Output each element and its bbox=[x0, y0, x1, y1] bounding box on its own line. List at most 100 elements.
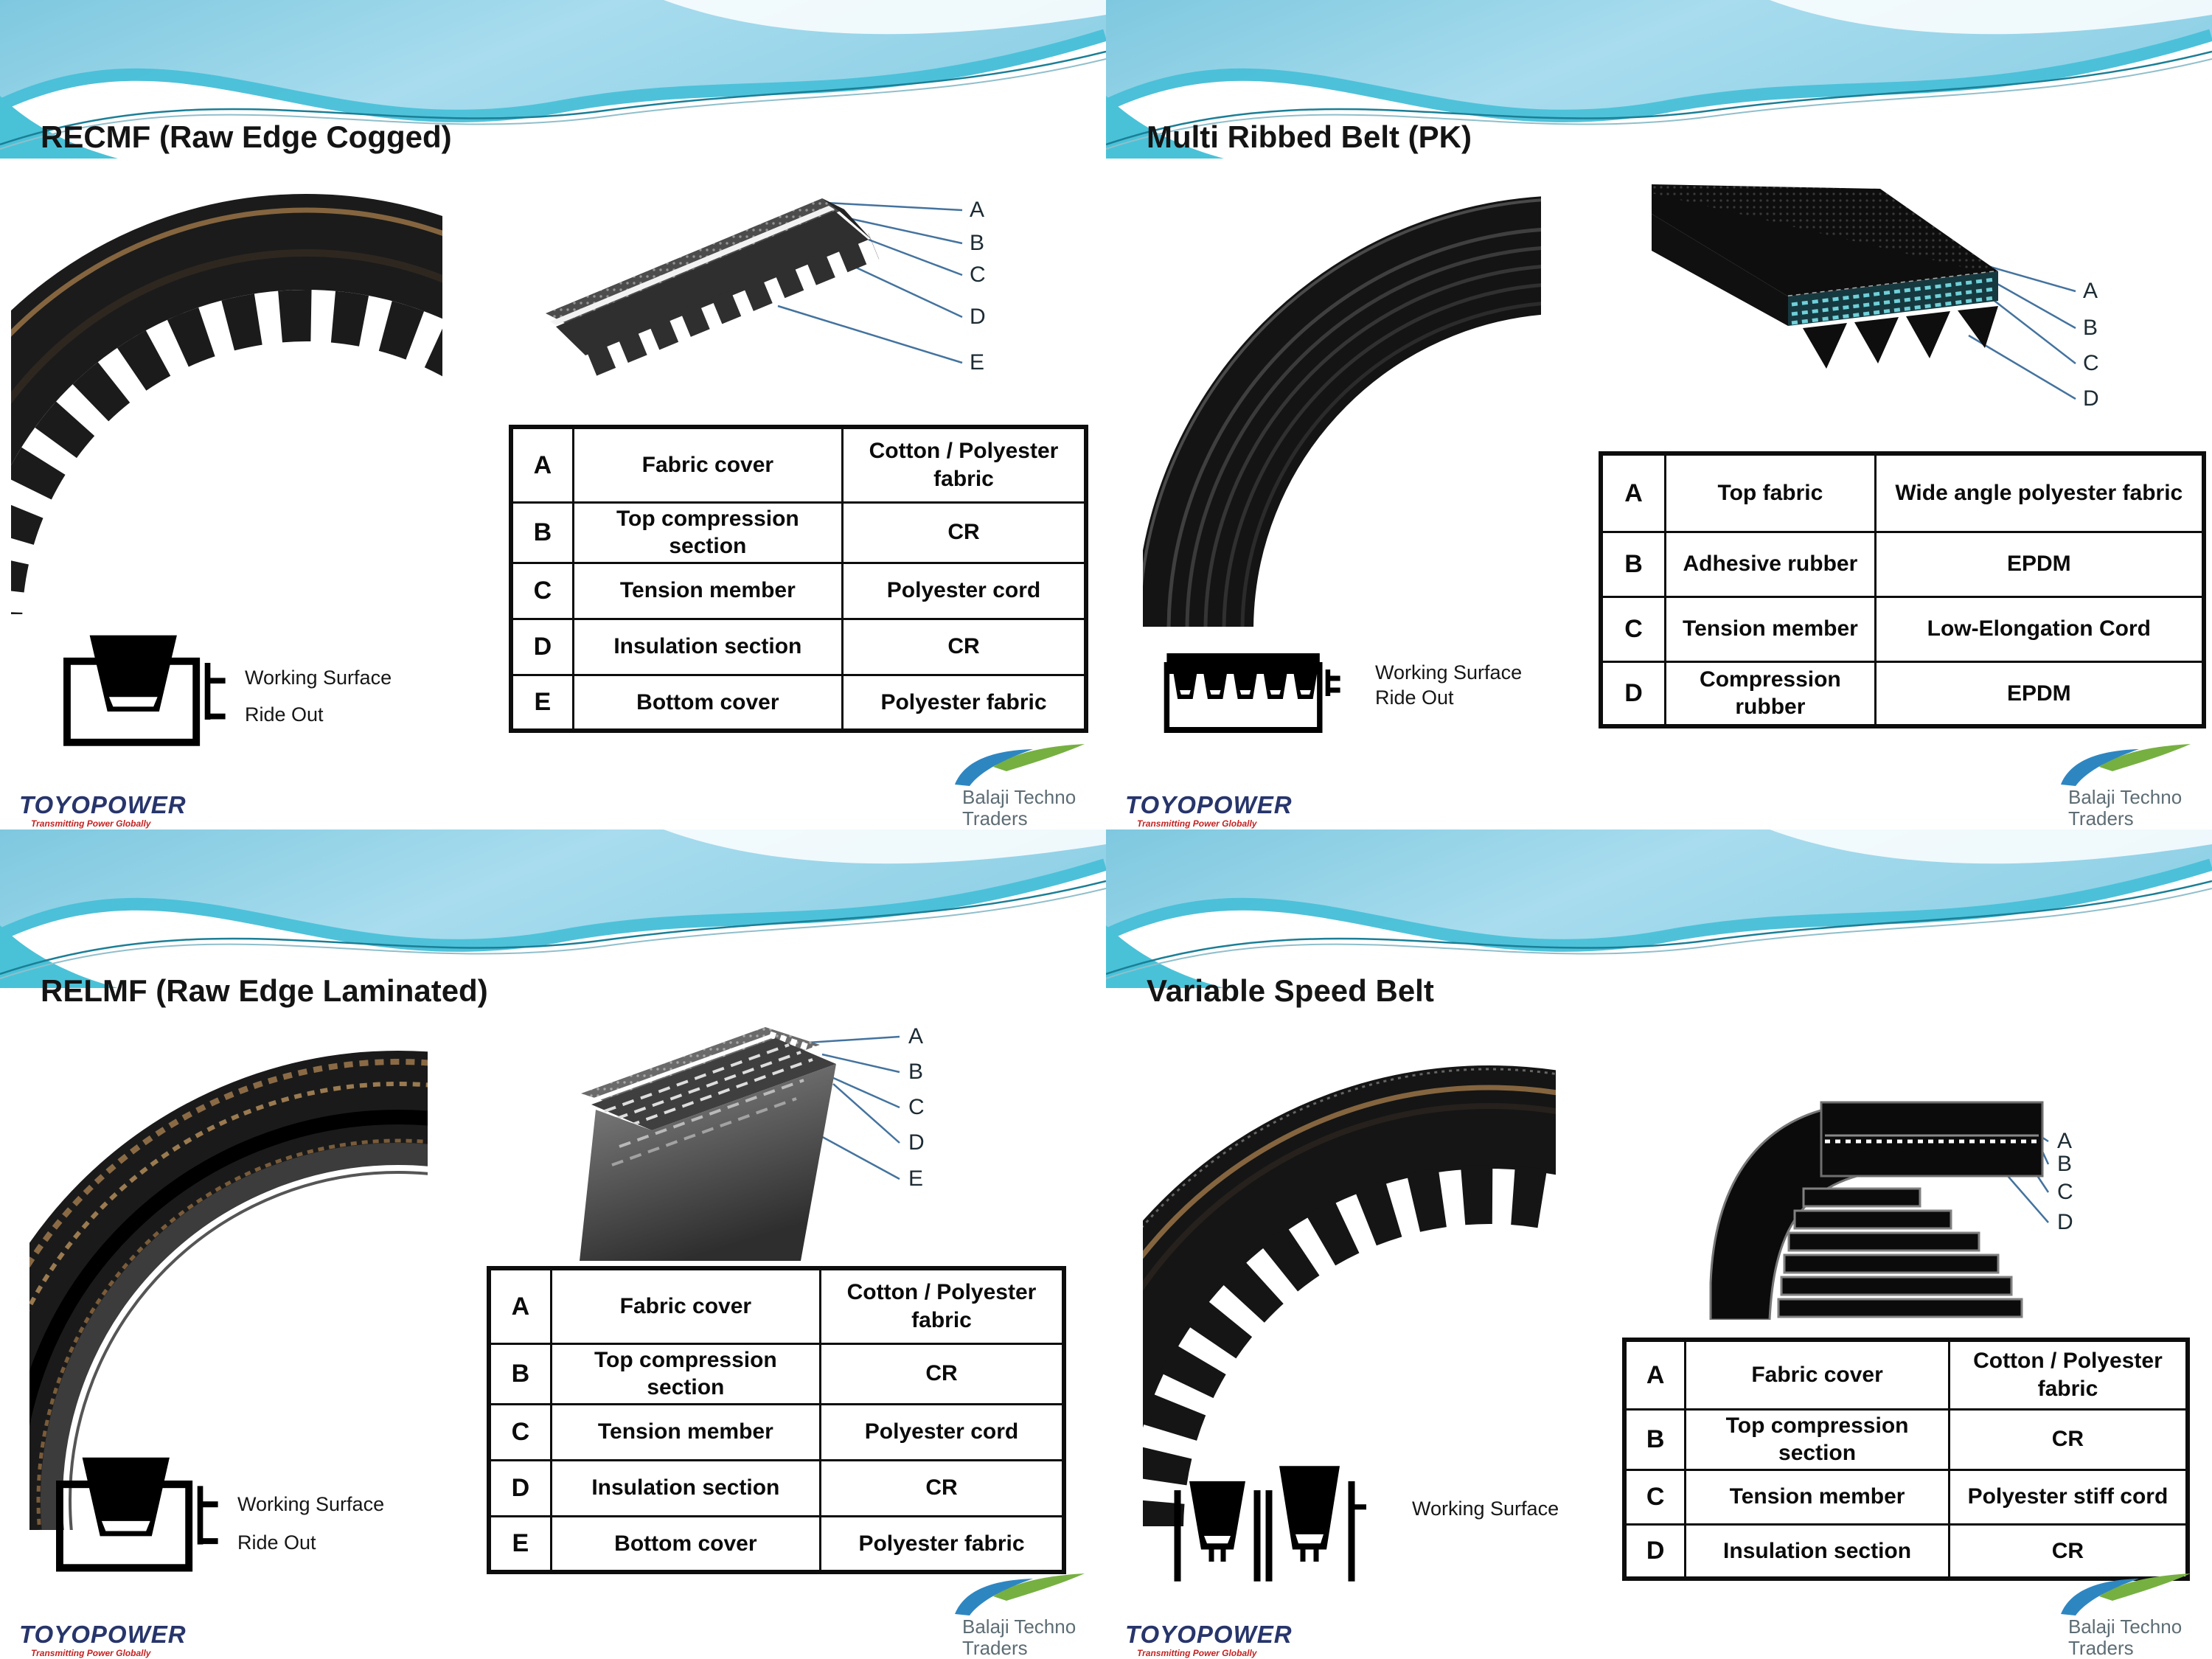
material-value-cell: Polyester cord bbox=[841, 561, 1088, 620]
balaji-logo-line1: Balaji Techno bbox=[962, 1615, 1077, 1638]
balaji-logo-line2: Traders bbox=[962, 1636, 1028, 1659]
ride-out-label: Ride Out bbox=[1375, 686, 1454, 709]
belt-photo-ribbed bbox=[1143, 188, 1541, 627]
balaji-swoosh-icon bbox=[955, 743, 1085, 786]
diagram-label: D bbox=[2057, 1210, 2073, 1234]
row-letter-cell: D bbox=[487, 1458, 552, 1517]
balaji-logo-line1: Balaji Techno bbox=[962, 785, 1077, 808]
diagram-label: A bbox=[970, 198, 985, 222]
balaji-logo-line2: Traders bbox=[962, 807, 1028, 830]
ribbed-pulley-icon bbox=[1164, 653, 1340, 733]
component-name-cell: Top compression section bbox=[549, 1342, 822, 1405]
balaji-logo: Balaji Techno Traders bbox=[2053, 1573, 2205, 1659]
row-letter-cell: A bbox=[509, 425, 574, 504]
row-letter-cell: A bbox=[487, 1267, 552, 1345]
header-wave-graphic bbox=[0, 0, 1106, 159]
toyopower-logo: TOYOPOWER Transmitting Power Globally bbox=[19, 793, 187, 828]
component-name-cell: Bottom cover bbox=[571, 673, 844, 732]
component-name-cell: Fabric cover bbox=[1684, 1338, 1950, 1411]
material-value-cell: Polyester stiff cord bbox=[1947, 1468, 2189, 1526]
working-surface-label: Working Surface bbox=[245, 667, 392, 689]
material-value-cell: EPDM bbox=[1874, 660, 2205, 728]
ride-out-label: Ride Out bbox=[237, 1531, 316, 1554]
toyopower-logo-part1: TOYO bbox=[1125, 791, 1197, 818]
component-name-cell: Top compression section bbox=[571, 501, 844, 564]
header-wave-graphic bbox=[1106, 0, 2212, 159]
belt-structure-diagram: A B C D E bbox=[538, 181, 1010, 394]
component-name-cell: Insulation section bbox=[1684, 1523, 1950, 1580]
working-surface-label: Working Surface bbox=[237, 1493, 385, 1515]
component-name-cell: Bottom cover bbox=[549, 1514, 822, 1573]
material-value-cell: CR bbox=[819, 1458, 1065, 1517]
material-value-cell: CR bbox=[841, 501, 1088, 564]
row-letter-cell: B bbox=[1599, 530, 1667, 598]
row-letter-cell: B bbox=[1623, 1408, 1687, 1471]
header-wave-graphic bbox=[0, 830, 1106, 988]
material-value-cell: Polyester fabric bbox=[841, 673, 1088, 732]
v-belt-pulley-icon bbox=[63, 635, 226, 746]
component-name-cell: Fabric cover bbox=[549, 1267, 822, 1345]
slide-multi-ribbed-pk: Multi Ribbed Belt (PK) bbox=[1106, 0, 2212, 830]
material-value-cell: Wide angle polyester fabric bbox=[1874, 452, 2205, 533]
row-letter-cell: D bbox=[509, 617, 574, 676]
slide-recmf: RECMF (Raw Edge Cogged) bbox=[0, 0, 1106, 830]
header-wave-graphic bbox=[1106, 830, 2212, 988]
balaji-logo: Balaji Techno Traders bbox=[947, 743, 1099, 830]
row-letter-cell: D bbox=[1599, 660, 1667, 728]
row-letter-cell: E bbox=[509, 673, 574, 732]
belt-photo-variable-speed bbox=[1143, 1043, 1556, 1526]
diagram-label: A bbox=[2083, 279, 2098, 303]
component-name-cell: Tension member bbox=[549, 1402, 822, 1461]
diagram-label: D bbox=[970, 305, 986, 329]
material-value-cell: CR bbox=[1947, 1523, 2189, 1580]
balaji-swoosh-icon bbox=[955, 1573, 1085, 1615]
component-name-cell: Compression rubber bbox=[1664, 660, 1877, 728]
balaji-logo-line2: Traders bbox=[2068, 807, 2134, 830]
row-letter-cell: C bbox=[1599, 595, 1667, 663]
material-value-cell: EPDM bbox=[1874, 530, 2205, 598]
material-value-cell: Cotton / Polyester fabric bbox=[1947, 1338, 2189, 1411]
diagram-label: C bbox=[908, 1095, 925, 1119]
material-value-cell: Low-Elongation Cord bbox=[1874, 595, 2205, 663]
toyopower-logo: TOYOPOWER Transmitting Power Globally bbox=[1125, 793, 1293, 828]
component-name-cell: Fabric cover bbox=[571, 425, 844, 504]
slide-variable-speed: Variable Speed Belt bbox=[1106, 830, 2212, 1659]
component-name-cell: Tension member bbox=[571, 561, 844, 620]
toyopower-logo-part2: POWER bbox=[1196, 1621, 1293, 1648]
diagram-label: B bbox=[970, 231, 985, 255]
material-value-cell: CR bbox=[819, 1342, 1065, 1405]
component-name-cell: Tension member bbox=[1664, 595, 1877, 663]
balaji-swoosh-icon bbox=[2061, 1573, 2191, 1615]
balaji-logo: Balaji Techno Traders bbox=[947, 1573, 1099, 1659]
row-letter-cell: D bbox=[1623, 1523, 1687, 1580]
v-belt-pulley-icon bbox=[56, 1457, 218, 1572]
balaji-logo-line1: Balaji Techno bbox=[2068, 1615, 2183, 1638]
toyopower-logo-part1: TOYO bbox=[1125, 1621, 1197, 1648]
ride-out-label: Ride Out bbox=[245, 703, 324, 726]
diagram-label: B bbox=[2083, 316, 2098, 340]
material-value-cell: Cotton / Polyester fabric bbox=[841, 425, 1088, 504]
component-name-cell: Top compression section bbox=[1684, 1408, 1950, 1471]
component-name-cell: Insulation section bbox=[571, 617, 844, 676]
cross-section-icon-group: Working Surface Ride Out bbox=[1161, 641, 1604, 748]
balaji-swoosh-icon bbox=[2061, 743, 2191, 786]
cross-section-icon-group: Working Surface Ride Out bbox=[59, 630, 472, 759]
balaji-logo: Balaji Techno Traders bbox=[2053, 743, 2205, 830]
diagram-label: C bbox=[970, 262, 986, 287]
row-letter-cell: A bbox=[1599, 452, 1667, 533]
belt-structure-diagram: A B C D bbox=[1696, 1062, 2138, 1320]
